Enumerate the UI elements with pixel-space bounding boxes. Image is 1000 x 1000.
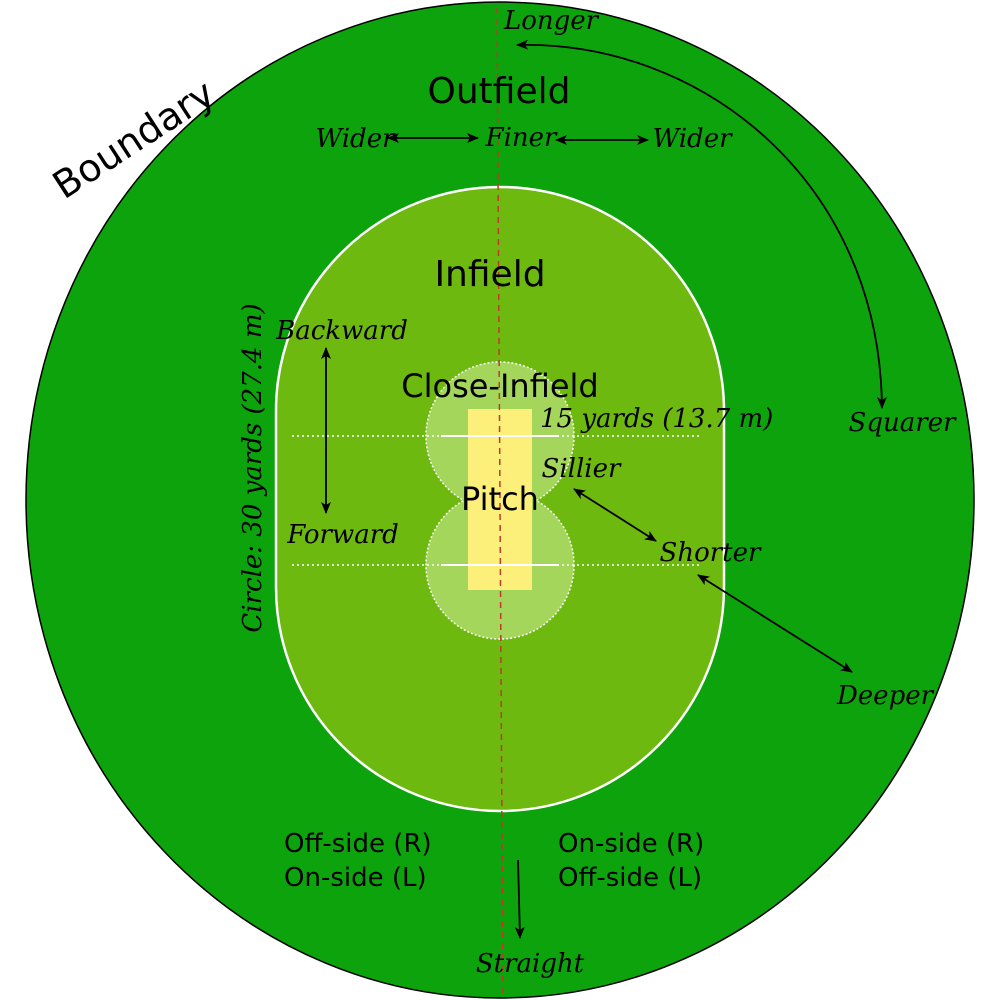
shorter-deeper-arrow	[697, 574, 853, 673]
squarer-label: Squarer	[849, 408, 958, 438]
close-radius-label: 15 yards (13.7 m)	[540, 404, 773, 434]
shorter-label: Shorter	[660, 538, 762, 568]
deeper-label: Deeper	[836, 681, 935, 711]
right-side-line2: Off-side (L)	[558, 863, 702, 893]
straight-label: Straight	[476, 949, 585, 979]
infield-label: Infield	[434, 254, 545, 295]
right-side-line1: On-side (R)	[558, 829, 704, 859]
pitch-label: Pitch	[461, 480, 539, 518]
close-infield-label: Close-Infield	[401, 367, 598, 405]
straight-arrow	[514, 859, 525, 939]
circle-label: Circle: 30 yards (27.4 m)	[238, 303, 268, 632]
sillier-label: Sillier	[542, 454, 622, 484]
left-side-line1: Off-side (R)	[284, 829, 432, 859]
backward-label: Backward	[275, 316, 408, 346]
center-axis-line	[496, 7, 504, 999]
longer-squarer-arrow	[516, 39, 887, 409]
finer-label: Finer	[485, 123, 558, 153]
longer-label: Longer	[503, 6, 600, 36]
forward-label: Forward	[286, 520, 399, 550]
wider-right-label: Wider	[652, 124, 733, 154]
wider-left-label: Wider	[315, 124, 396, 154]
sillier-shorter-arrow	[573, 488, 657, 542]
left-side-line2: On-side (L)	[284, 863, 427, 893]
outfield-label: Outfield	[428, 71, 571, 112]
